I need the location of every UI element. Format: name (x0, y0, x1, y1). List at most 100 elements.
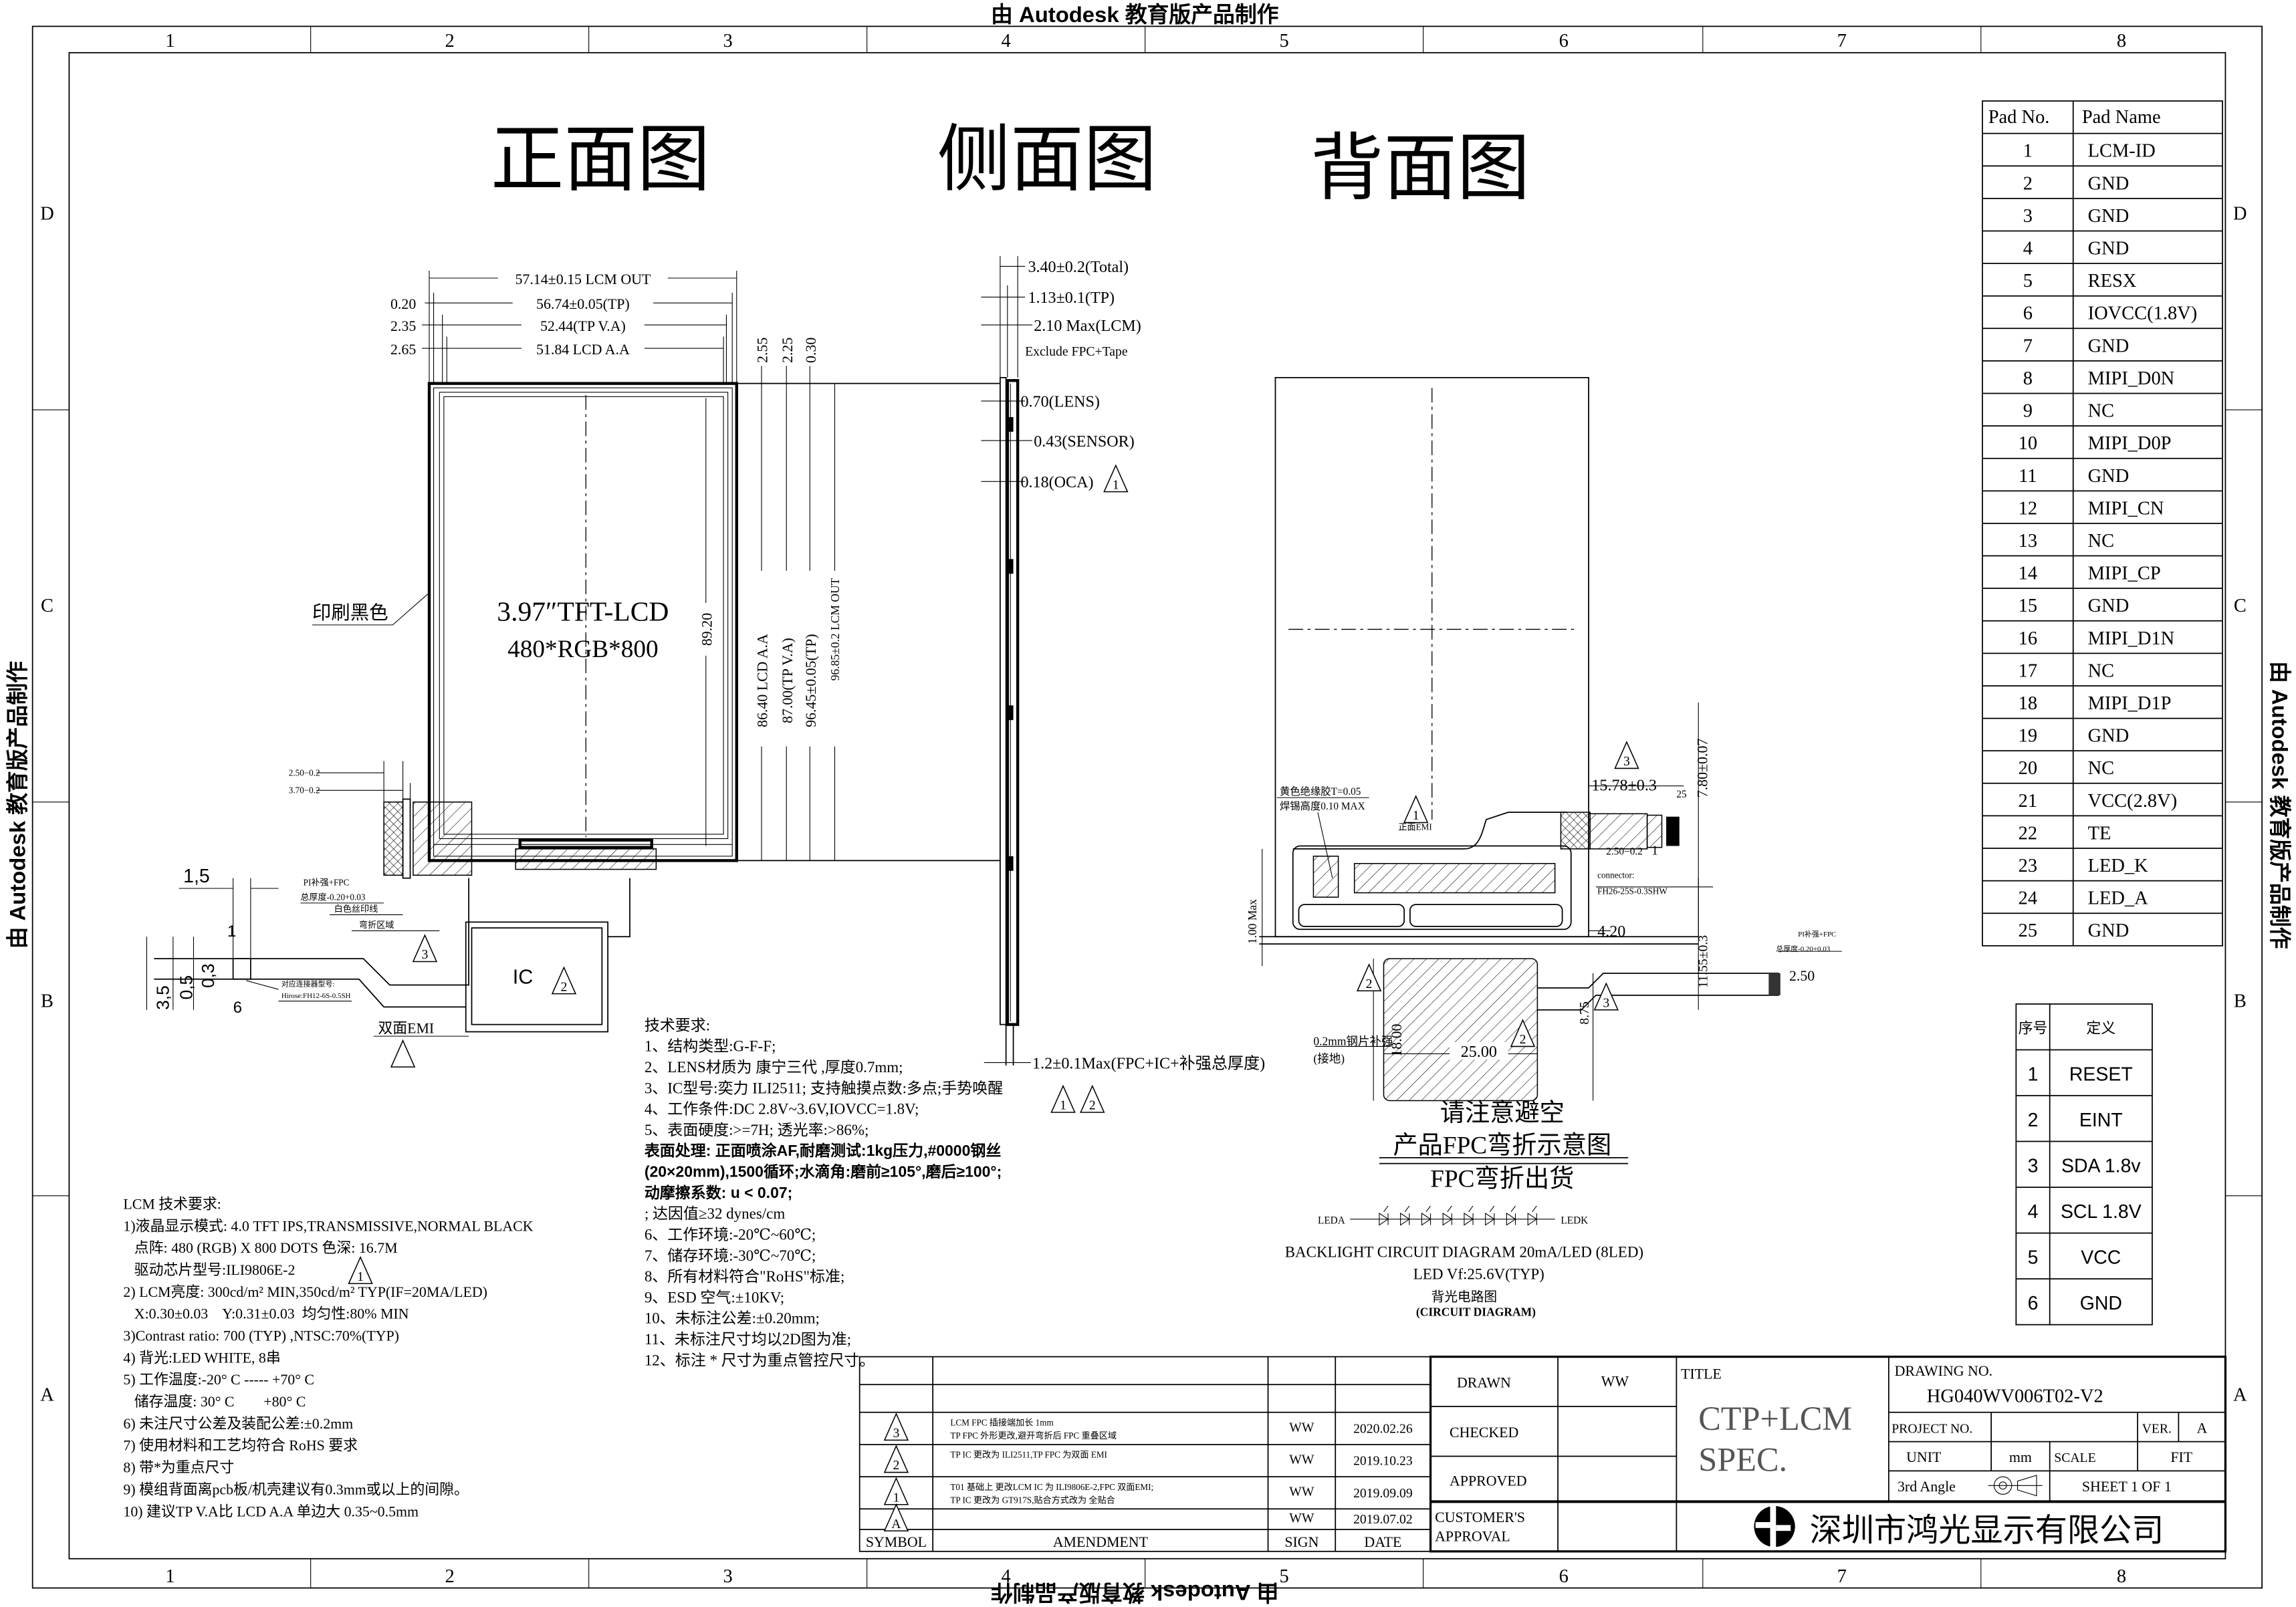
pad-name: GND (2088, 920, 2130, 941)
side-dim-total: 3.40±0.2(Total) (1028, 259, 1129, 276)
amendment-sign: WW (1289, 1420, 1314, 1435)
side-dim-exclude: Exclude FPC+Tape (1025, 344, 1128, 359)
grid-column-label: 2 (445, 31, 455, 51)
pad-number: 6 (2023, 303, 2033, 324)
dim-tp-width: 56.74±0.05(TP) (536, 295, 630, 312)
led-diode-icon (1464, 1205, 1474, 1226)
pad-table-header: Pad No. (1988, 107, 2050, 128)
pad-name: GND (2088, 336, 2130, 356)
tech-requirement-line: 6、工作环境:-20℃~60℃; (645, 1226, 816, 1243)
led-diode-icon (1442, 1205, 1453, 1226)
pad-number: 22 (2019, 823, 2037, 844)
pad-name: GND (2088, 466, 2130, 487)
drawing-title-1: CTP+LCM (1698, 1400, 1852, 1437)
pad-number: 1 (2023, 141, 2033, 162)
dim-tp-va-width: 52.44(TP V.A) (540, 318, 626, 334)
side-dim-tp: 1.13±0.1(TP) (1028, 289, 1115, 307)
tech-requirement-line: 3、IC型号:奕力 ILI2511; 支持触摸点数:多点;手势唤醒 (645, 1080, 1003, 1096)
revision-marker-2: 2 (1510, 1019, 1535, 1047)
pad-name: LED_K (2088, 856, 2149, 876)
back-dim-25: 25 (1676, 789, 1687, 800)
pad-number: 17 (2019, 660, 2037, 681)
circuit-diagram-subtitle: (CIRCUIT DIAGRAM) (1416, 1305, 1536, 1318)
fpc-emi-label: 双面EMI (378, 1020, 434, 1037)
grid-column-label: 4 (1002, 31, 1011, 51)
svg-text:1: 1 (357, 1269, 364, 1284)
tp-pin-name: SCL 1.8V (2061, 1201, 2142, 1223)
pad-number: 18 (2019, 693, 2037, 714)
grid-row-label: D (40, 203, 54, 224)
projection-label: 3rd Angle (1898, 1478, 1956, 1495)
side-view: 3.40±0.2(Total) 1.13±0.1(TP) 2.10 Max(LC… (981, 256, 1265, 1072)
pad-name: MIPI_D0P (2088, 433, 2172, 454)
grid-column-label: 8 (2117, 31, 2126, 51)
pad-number: 8 (2023, 368, 2033, 389)
svg-text:3: 3 (1603, 995, 1609, 1010)
lcm-requirement-line: 驱动芯片型号:ILI9806E-2 (123, 1261, 295, 1278)
pad-number: 25 (2019, 920, 2037, 941)
pad-number: 24 (2019, 888, 2037, 909)
tech-requirement-line: 2、LENS材质为 康宁三代 ,厚度0.7mm; (645, 1059, 903, 1076)
pad-number: 12 (2019, 498, 2037, 519)
tp-pin-number: 3 (2028, 1156, 2039, 1177)
revision-symbol: 1 (884, 1477, 909, 1505)
pad-name: TE (2088, 823, 2111, 844)
fpc-stiffener: PI补强+FPC (304, 878, 350, 888)
fpc-pin-last: 6 (233, 999, 242, 1017)
lcm-requirement-line: 9) 模组背面离pcb板/机壳建议有0.3mm或以上的间隙。 (123, 1481, 468, 1497)
approved-label: APPROVED (1450, 1472, 1526, 1489)
tp-pin-number: 2 (2028, 1110, 2039, 1131)
back-steel-label: 0.2mm钢片补强 (1313, 1034, 1393, 1047)
pad-name: NC (2088, 758, 2115, 779)
pad-name: NC (2088, 660, 2115, 681)
grid-column-label: 2 (445, 1566, 455, 1587)
fpc-connector-label: 对应连接器型号: (281, 979, 335, 989)
drawing-title-2: SPEC. (1698, 1441, 1787, 1478)
revision-marker-3: 3 (1594, 983, 1619, 1011)
dim-lcm-width: 57.14±0.15 LCM OUT (515, 271, 651, 287)
version-label: VER. (2142, 1421, 2172, 1436)
pad-name: MIPI_D0N (2088, 368, 2175, 389)
fpc-pitch-total: 1,5 (183, 866, 210, 887)
revision-symbol-label: A (891, 1517, 901, 1531)
svg-text:2: 2 (1366, 977, 1373, 991)
back-dim-1578: 15.78±0.3 (1591, 777, 1656, 794)
svg-text:2: 2 (1520, 1032, 1526, 1047)
grid-row-label: B (41, 991, 53, 1011)
dim-offset-020: 0.20 (390, 295, 416, 312)
front-view-title: 正面图 (491, 119, 710, 201)
dim-top-225: 2.25 (779, 338, 796, 363)
grid-column-label: 3 (723, 31, 733, 51)
fpc-dim-250: 2.50−0.2 (289, 767, 320, 777)
tech-requirements: 技术要求:1、结构类型:G-F-F;2、LENS材质为 康宁三代 ,厚度0.7m… (645, 1017, 1003, 1368)
back-dim-780: 7.80±0.07 (1694, 739, 1710, 798)
revision-marker-1: 1 (1050, 1085, 1076, 1113)
checked-label: CHECKED (1450, 1424, 1518, 1441)
drawing-number: HG040WV006T02-V2 (1927, 1386, 2103, 1406)
side-dim-lens: 0.70(LENS) (1021, 394, 1100, 411)
pad-name: GND (2088, 173, 2130, 194)
svg-text:3: 3 (421, 947, 428, 962)
pad-name: VCC(2.8V) (2088, 791, 2178, 812)
back-dim-420: 4.20 (1597, 923, 1625, 941)
grid-row-label: A (40, 1384, 54, 1405)
amendment-header: DATE (1364, 1533, 1401, 1550)
amendment-text: TP FPC 外形更改,避开弯折后 FPC 重叠区域 (950, 1430, 1117, 1441)
tech-requirement-line: 表面处理: 正面喷涂AF,耐磨测试:1kg压力,#0000钢丝 (645, 1142, 1001, 1159)
backlight-title-cn: 背光电路图 (1431, 1289, 1497, 1304)
pad-number: 11 (2019, 466, 2037, 487)
pad-number: 2 (2023, 173, 2033, 194)
pad-number: 5 (2023, 271, 2033, 291)
svg-text:1: 1 (1113, 477, 1119, 492)
amendment-text: T01 基础上 更改LCM IC 为 ILI9806E-2,FPC 双面EMI; (950, 1482, 1153, 1492)
back-dim-100: 1.00 Max (1246, 899, 1259, 944)
pad-number: 14 (2019, 564, 2037, 584)
led-diode-icon (1506, 1205, 1516, 1226)
tp-pin-number: 1 (2028, 1064, 2039, 1085)
project-no-label: PROJECT NO. (1891, 1421, 1972, 1436)
scale-label: SCALE (2054, 1451, 2095, 1465)
tech-requirement-line: 9、ESD 空气:±10KV; (645, 1289, 784, 1306)
